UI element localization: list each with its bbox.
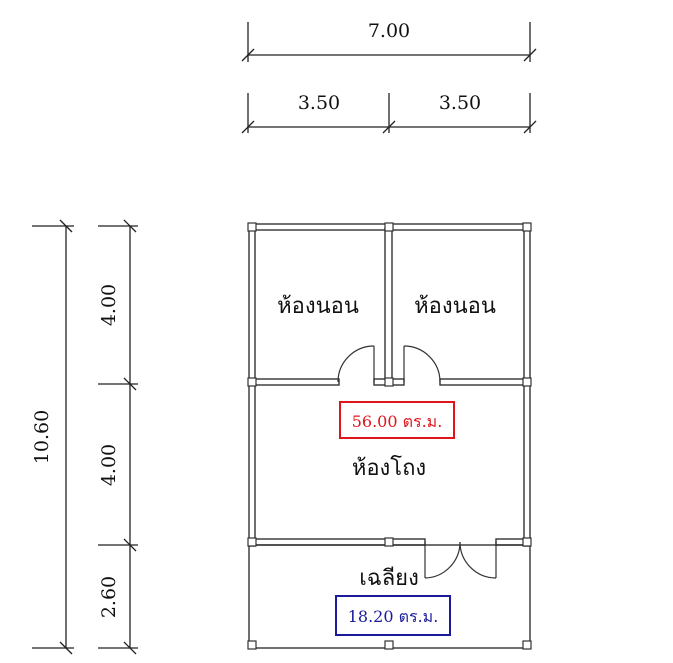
living-bottom-wall-right [495, 538, 527, 546]
bedroom-divider-wall [384, 227, 393, 385]
column [384, 222, 394, 232]
dimension-label: 4.00 [98, 444, 120, 486]
bedroom-left-bottom-wall [252, 378, 340, 386]
columns [247, 222, 532, 650]
area-badge-main: 56.00 ตร.ม. [339, 401, 455, 439]
door-swing [424, 541, 461, 579]
dimension-total-depth: 10.60 [31, 219, 74, 655]
room-label-living: ห้องโถง [352, 455, 426, 481]
column [384, 537, 394, 547]
dimension-room-depths: 4.00 4.00 2.60 [98, 219, 138, 655]
door-swing [403, 345, 441, 383]
living-bottom-wall-left [252, 538, 426, 546]
column [522, 377, 532, 387]
column [522, 640, 532, 650]
column [247, 222, 257, 232]
column [522, 222, 532, 232]
column [384, 640, 394, 650]
column [247, 377, 257, 387]
area-badge-porch: 18.20 ตร.ม. [335, 595, 451, 636]
column [247, 640, 257, 650]
room-label-bedroom-right: ห้องนอน [414, 294, 496, 319]
column [522, 537, 532, 547]
door-swing [459, 541, 497, 579]
room-label-porch: เฉลียง [359, 566, 419, 591]
dimension-label: 10.60 [31, 410, 53, 464]
door-swing [337, 345, 375, 383]
area-label-main: 56.00 ตร.ม. [352, 412, 443, 431]
room-label-bedroom-left: ห้องนอน [277, 294, 359, 319]
bedroom-right-bottom-wall [439, 378, 527, 386]
dimension-label: 3.50 [298, 92, 340, 114]
column [384, 377, 394, 387]
dimension-label: 4.00 [98, 284, 120, 326]
dimension-label: 7.00 [368, 20, 410, 42]
dimension-total-width: 7.00 [241, 20, 537, 62]
column [247, 537, 257, 547]
dimension-label: 2.60 [98, 576, 120, 618]
dimension-split-widths: 3.50 3.50 [241, 92, 537, 134]
dimension-label: 3.50 [439, 92, 481, 114]
area-label-porch: 18.20 ตร.ม. [348, 607, 439, 626]
doors [337, 345, 497, 579]
